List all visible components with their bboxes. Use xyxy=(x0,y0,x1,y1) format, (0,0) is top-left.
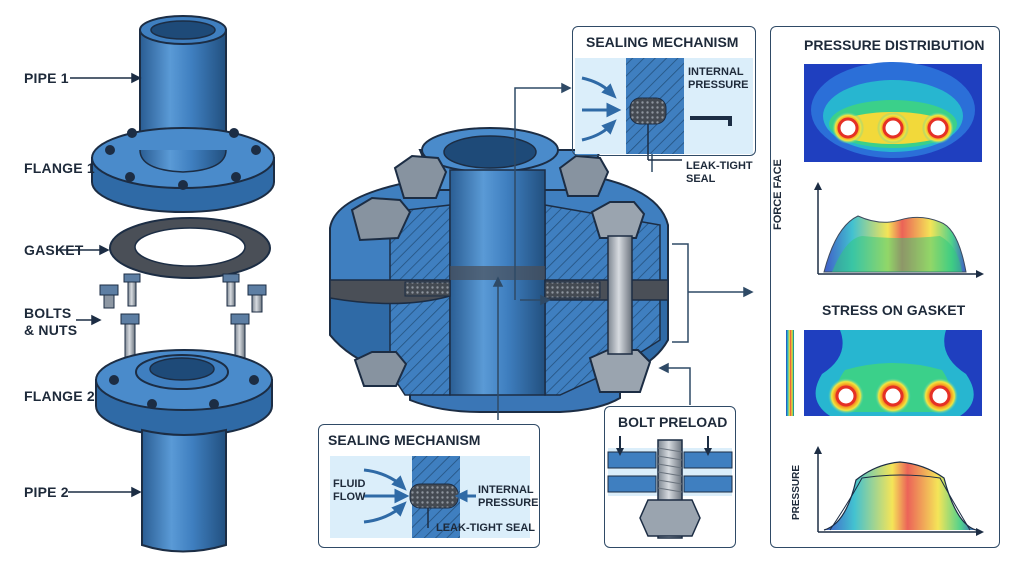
pressure-plot xyxy=(814,446,984,536)
label-flange-2: FLANGE 2 xyxy=(24,388,95,404)
top-inset-title: SEALING MECHANISM xyxy=(586,34,739,50)
pressure-distribution-title: PRESSURE DISTRIBUTION xyxy=(804,37,985,53)
pressure-ylabel: PRESSURE xyxy=(791,464,802,520)
label-gasket: GASKET xyxy=(24,242,84,258)
label-bolts-line1: BOLTS xyxy=(24,305,72,321)
bottom-inset-internal-pressure: INTERNAL PRESSURE xyxy=(478,484,539,510)
pressure-heatmap xyxy=(804,62,982,162)
pipe-2 xyxy=(141,428,227,553)
flange-1 xyxy=(91,127,275,213)
force-face-ylabel: FORCE FACE xyxy=(772,159,784,230)
label-bolts-nuts: BOLTS & NUTS xyxy=(24,305,77,339)
bolt-preload-panel xyxy=(604,406,736,548)
top-inset-leak-line1: LEAK-TIGHT xyxy=(686,160,753,172)
bottom-inset-internal-line2: PRESSURE xyxy=(478,497,539,509)
label-pipe-1: PIPE 1 xyxy=(24,70,69,86)
bottom-inset-graphic xyxy=(330,456,530,538)
top-inset-leak-tight: LEAK-TIGHT SEAL xyxy=(686,160,753,186)
bolt-preload-title: BOLT PRELOAD xyxy=(618,414,728,430)
top-inset-internal-line1: INTERNAL xyxy=(688,66,744,78)
bottom-inset-leak-tight: LEAK-TIGHT SEAL xyxy=(436,522,535,534)
assembly-bolt-hex-heads xyxy=(350,154,652,393)
flange-2 xyxy=(95,349,273,437)
force-face-plot xyxy=(814,182,984,278)
left-label-arrows xyxy=(60,72,142,498)
top-inset-leak-line2: SEAL xyxy=(686,173,716,185)
callout-lines xyxy=(492,82,754,420)
assembly-bolt-shaft xyxy=(607,235,633,355)
bottom-sealing-mechanism-panel xyxy=(318,424,540,548)
label-flange-1: FLANGE 1 xyxy=(24,160,95,176)
bottom-inset-fluid-line2: FLOW xyxy=(333,491,366,503)
stress-on-gasket-title: STRESS ON GASKET xyxy=(822,302,966,318)
gasket xyxy=(109,217,271,279)
bolt-preload-graphic xyxy=(607,436,733,539)
stress-heatmap xyxy=(786,330,982,416)
bottom-inset-fluid-line1: FLUID xyxy=(333,478,366,490)
label-pipe-2: PIPE 2 xyxy=(24,484,69,500)
bottom-inset-internal-line1: INTERNAL xyxy=(478,484,534,496)
bolts-and-nuts xyxy=(99,273,267,361)
bottom-inset-title: SEALING MECHANISM xyxy=(328,432,481,448)
bottom-inset-fluid-flow: FLUID FLOW xyxy=(333,478,365,504)
analysis-panel xyxy=(770,26,1000,548)
assembly-cutaway xyxy=(329,127,669,413)
top-sealing-mechanism-panel xyxy=(572,26,756,156)
label-bolts-line2: & NUTS xyxy=(24,322,78,338)
top-inset-internal-line2: PRESSURE xyxy=(688,79,749,91)
top-inset-graphic xyxy=(575,58,753,161)
top-inset-internal-pressure: INTERNAL PRESSURE xyxy=(688,66,749,92)
